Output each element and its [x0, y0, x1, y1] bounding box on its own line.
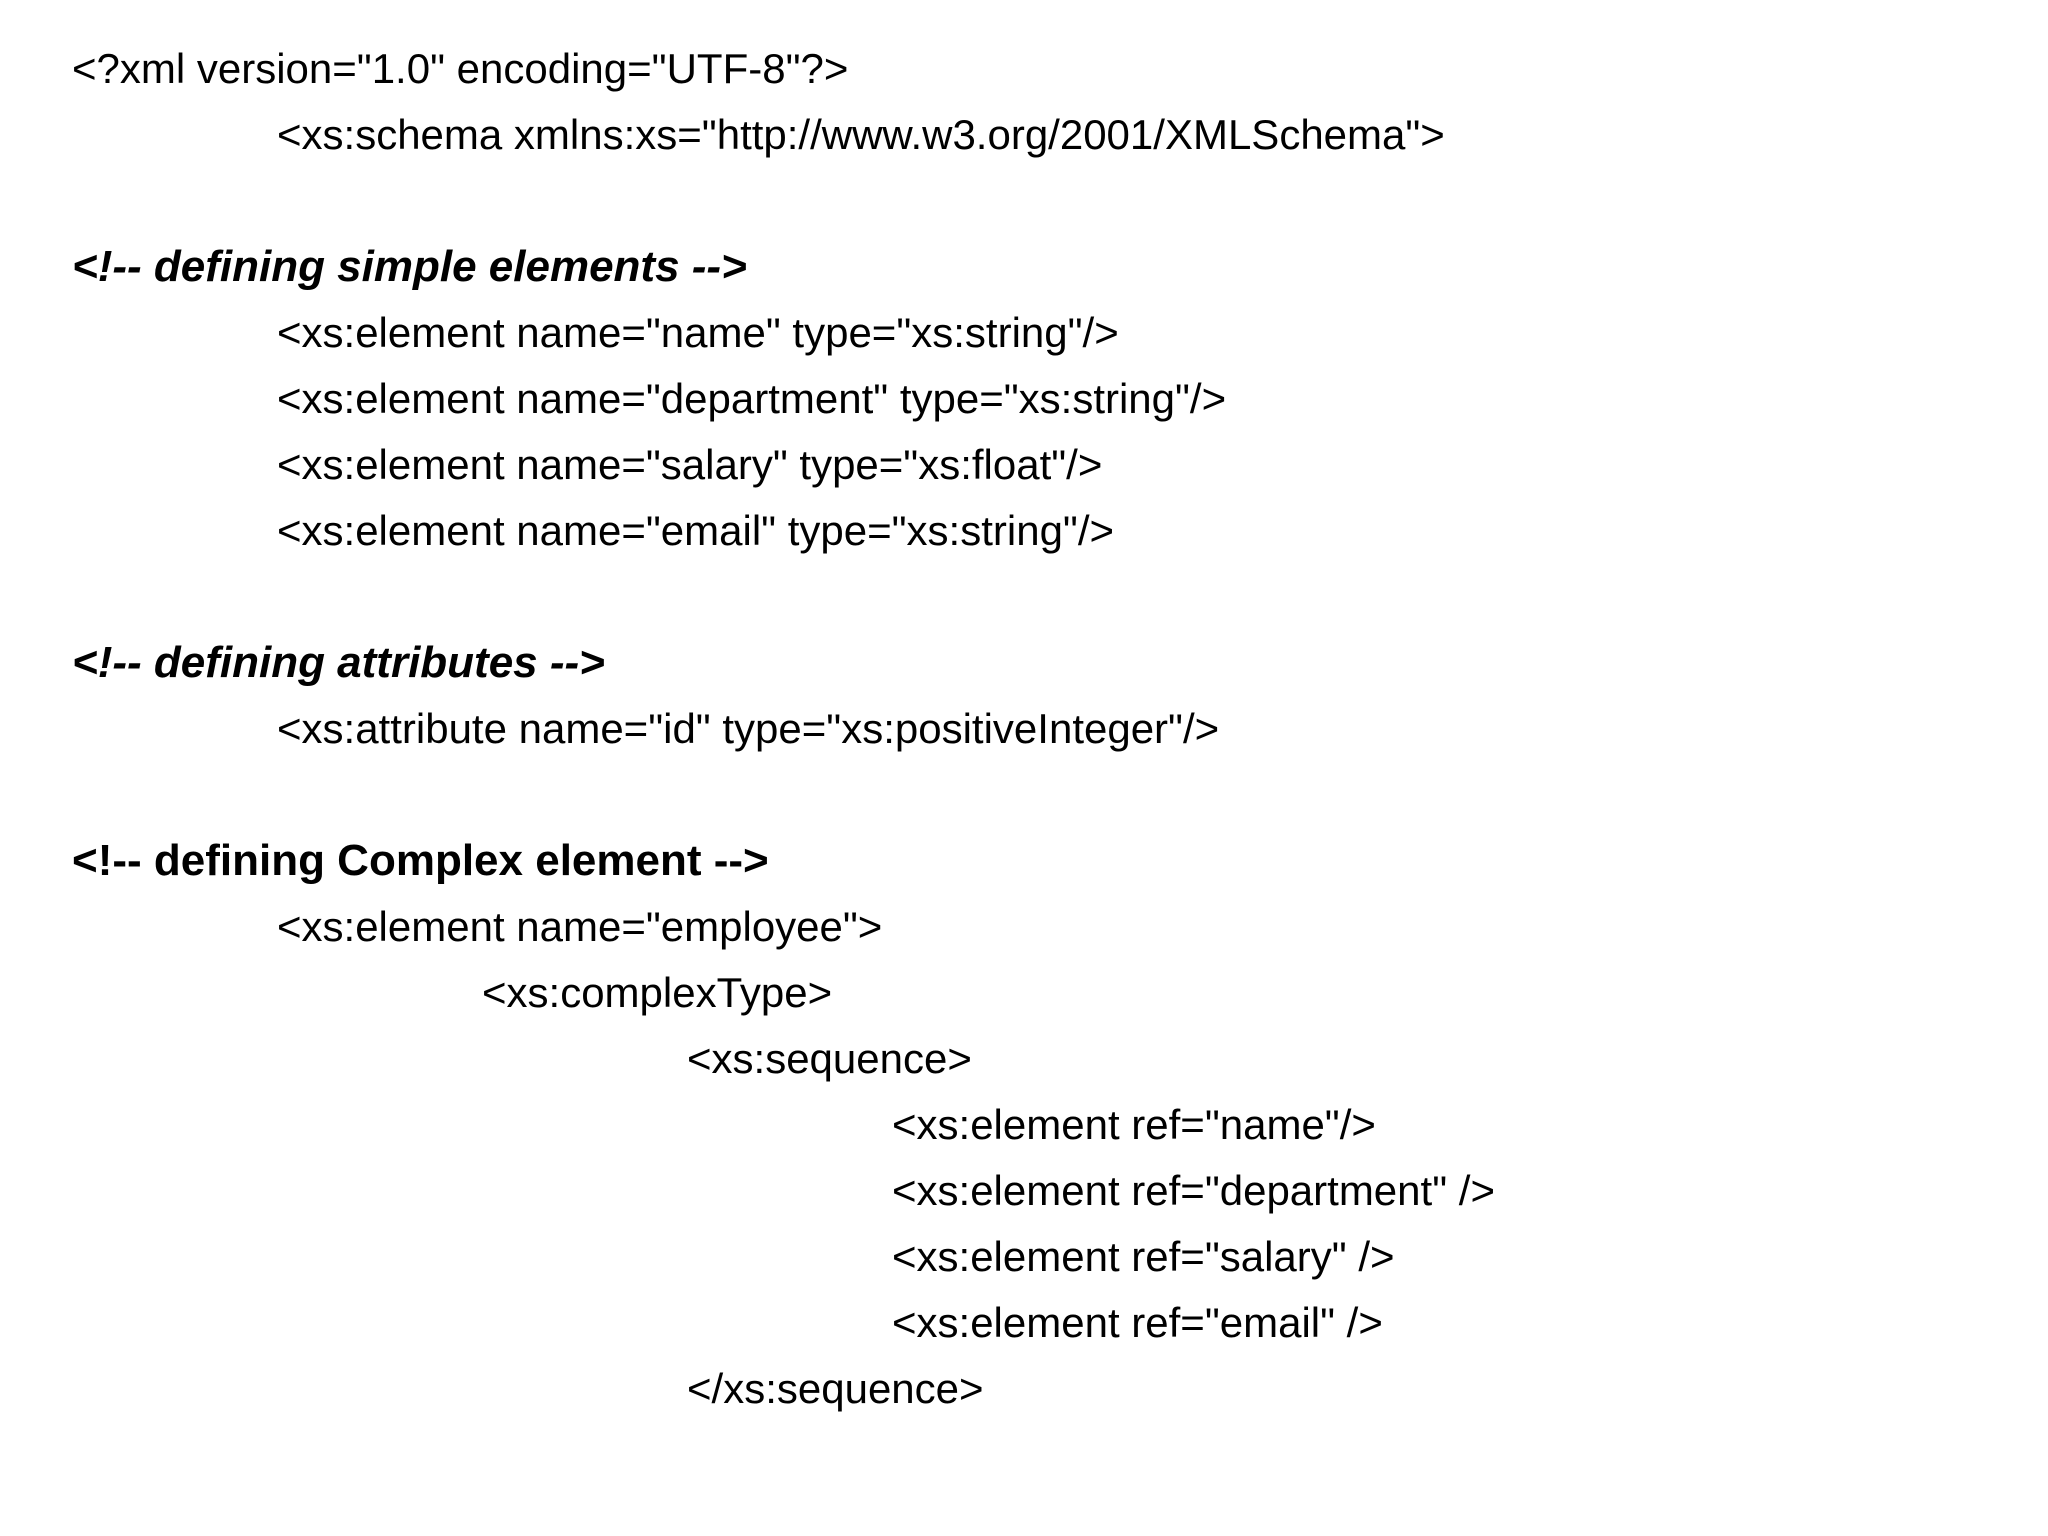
code-line: <xs:attribute name="id" type="xs:positiv…: [277, 705, 1220, 752]
code-line: <xs:element name="salary" type="xs:float…: [277, 441, 1103, 488]
blank-line: [72, 762, 2048, 828]
code-line: <xs:element name="email" type="xs:string…: [277, 507, 1115, 554]
comment-line: <!-- defining Complex element -->: [72, 836, 769, 885]
code-listing: <?xml version="1.0" encoding="UTF-8"?> <x…: [72, 36, 2048, 1422]
blank-line: [72, 564, 2048, 630]
comment-line: <!-- defining attributes -->: [72, 638, 605, 687]
code-line: </xs:sequence>: [687, 1365, 984, 1412]
blank-line: [72, 168, 2048, 234]
code-line: <xs:element ref="email" />: [892, 1299, 1383, 1346]
comment-line: <!-- defining simple elements -->: [72, 242, 747, 291]
code-line: <xs:element ref="department" />: [892, 1167, 1495, 1214]
code-line: <xs:element name="department" type="xs:s…: [277, 375, 1227, 422]
code-line: <xs:element name="employee">: [277, 903, 883, 950]
code-line: <xs:element name="name" type="xs:string"…: [277, 309, 1119, 356]
code-line: <xs:element ref="salary" />: [892, 1233, 1395, 1280]
code-line: <xs:schema xmlns:xs="http://www.w3.org/2…: [277, 111, 1445, 158]
code-line: <?xml version="1.0" encoding="UTF-8"?>: [72, 45, 849, 92]
code-line: <xs:complexType>: [482, 969, 833, 1016]
code-line: <xs:sequence>: [687, 1035, 972, 1082]
code-line: <xs:element ref="name"/>: [892, 1101, 1376, 1148]
